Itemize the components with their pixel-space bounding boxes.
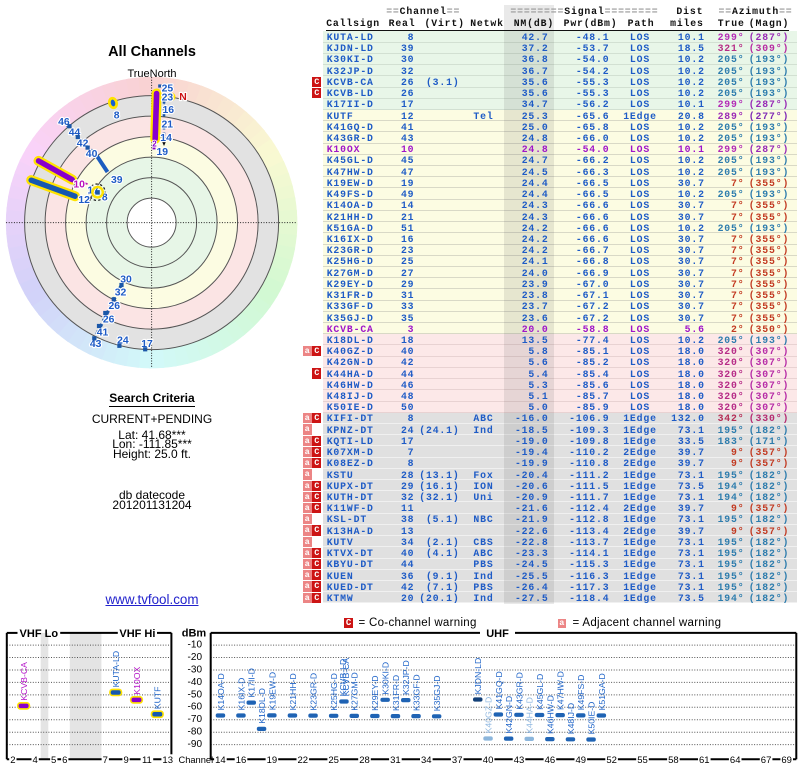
svg-text:-10: -10: [188, 640, 203, 651]
svg-text:K27GM-D: K27GM-D: [350, 672, 360, 711]
svg-text:52: 52: [606, 755, 617, 766]
svg-text:25: 25: [162, 83, 174, 94]
svg-text:14: 14: [215, 755, 226, 766]
svg-text:KUTA-LD: KUTA-LD: [111, 651, 121, 688]
svg-text:32: 32: [115, 287, 127, 298]
svg-text:-80: -80: [188, 727, 203, 738]
svg-text:14: 14: [160, 133, 172, 144]
svg-text:VHF Lo: VHF Lo: [20, 628, 59, 640]
svg-text:K43GR-D: K43GR-D: [514, 672, 524, 710]
svg-text:N: N: [179, 92, 187, 103]
svg-text:K41GQ-D: K41GQ-D: [494, 671, 504, 709]
svg-text:55: 55: [637, 755, 648, 766]
svg-text:-90: -90: [188, 739, 203, 750]
svg-text:28: 28: [359, 755, 370, 766]
svg-text:K44HA-D: K44HA-D: [525, 697, 535, 734]
svg-text:K49FS-D: K49FS-D: [576, 675, 586, 711]
svg-text:2: 2: [10, 755, 15, 766]
svg-text:19: 19: [267, 755, 278, 766]
svg-text:KJDN-LD: KJDN-LD: [473, 658, 483, 695]
svg-text:-40: -40: [188, 677, 203, 688]
svg-text:K47HW-D: K47HW-D: [556, 671, 566, 710]
svg-text:19: 19: [157, 147, 169, 158]
svg-text:12: 12: [78, 195, 90, 206]
svg-text:39: 39: [111, 175, 123, 186]
svg-text:43: 43: [90, 339, 102, 350]
svg-text:31: 31: [390, 755, 401, 766]
svg-text:-70: -70: [188, 714, 203, 725]
svg-text:22: 22: [297, 755, 308, 766]
svg-text:8: 8: [102, 192, 108, 203]
svg-text:49: 49: [575, 755, 586, 766]
svg-text:KUTF: KUTF: [153, 687, 163, 710]
svg-text:VHF Hi: VHF Hi: [119, 628, 155, 640]
svg-text:11: 11: [142, 755, 152, 766]
svg-text:K10OX: K10OX: [132, 666, 142, 694]
svg-text:K35GJ-D: K35GJ-D: [432, 675, 442, 711]
svg-text:16: 16: [163, 105, 175, 116]
svg-text:K16IX-D: K16IX-D: [236, 678, 246, 711]
svg-text:K18DL-D: K18DL-D: [257, 688, 267, 724]
svg-text:K31FR-D: K31FR-D: [391, 675, 401, 711]
svg-text:K23GR-D: K23GR-D: [309, 673, 319, 711]
svg-text:23: 23: [162, 92, 174, 103]
svg-text:61: 61: [699, 755, 710, 766]
svg-text:K17II-D: K17II-D: [247, 668, 257, 697]
svg-text:40: 40: [86, 149, 98, 160]
svg-text:25: 25: [328, 755, 339, 766]
svg-text:58: 58: [668, 755, 679, 766]
svg-text:KCVB-CA: KCVB-CA: [19, 662, 29, 701]
svg-text:2: 2: [152, 140, 157, 149]
svg-text:K46HW-D: K46HW-D: [545, 695, 555, 734]
svg-text:40: 40: [483, 755, 494, 766]
svg-text:43: 43: [514, 755, 525, 766]
svg-text:K29EY-D: K29EY-D: [370, 675, 380, 710]
svg-text:34: 34: [421, 755, 432, 766]
svg-text:KCVB-CA: KCVB-CA: [341, 658, 351, 697]
svg-text:46: 46: [545, 755, 556, 766]
svg-text:13: 13: [162, 755, 173, 766]
svg-text:8: 8: [114, 110, 120, 121]
svg-text:9: 9: [123, 755, 128, 766]
svg-text:16: 16: [236, 755, 247, 766]
svg-text:K42GN-D: K42GN-D: [504, 696, 514, 734]
svg-text:10: 10: [73, 179, 85, 190]
svg-text:Channel: Channel: [179, 755, 214, 765]
svg-text:5: 5: [51, 755, 56, 766]
svg-text:37: 37: [452, 755, 463, 766]
svg-text:4: 4: [32, 755, 37, 766]
svg-text:KCVB-LD: KCVB-LD: [338, 659, 348, 697]
svg-text:K30KI-D: K30KI-D: [381, 662, 391, 695]
svg-text:K25HG-D: K25HG-D: [329, 673, 339, 711]
svg-text:K19EW-D: K19EW-D: [267, 672, 277, 710]
svg-text:K14OA-D: K14OA-D: [216, 673, 226, 710]
svg-text:21: 21: [162, 119, 174, 130]
svg-text:-60: -60: [188, 702, 203, 713]
svg-text:K40GZ-D: K40GZ-D: [484, 697, 494, 734]
svg-text:K33GF-D: K33GF-D: [411, 674, 421, 711]
svg-text:K32JP-D: K32JP-D: [401, 660, 411, 695]
svg-text:-20: -20: [188, 652, 203, 663]
svg-text:K45GL-D: K45GL-D: [535, 674, 545, 710]
svg-text:26: 26: [103, 315, 115, 326]
svg-text:26: 26: [109, 301, 121, 312]
svg-text:69: 69: [781, 755, 792, 766]
svg-text:K48IJ-D: K48IJ-D: [566, 703, 576, 734]
svg-text:K51GA-D: K51GA-D: [597, 673, 607, 710]
svg-text:UHF: UHF: [486, 628, 509, 640]
svg-text:K50IE-D: K50IE-D: [587, 702, 597, 735]
svg-text:dBm: dBm: [182, 628, 207, 640]
svg-text:64: 64: [730, 755, 741, 766]
svg-text:41: 41: [97, 328, 109, 339]
svg-text:K21HH-D: K21HH-D: [288, 673, 298, 710]
svg-text:-30: -30: [188, 664, 203, 675]
svg-text:6: 6: [62, 755, 67, 766]
svg-text:7: 7: [103, 755, 108, 766]
svg-text:-50: -50: [188, 689, 203, 700]
svg-text:67: 67: [761, 755, 772, 766]
